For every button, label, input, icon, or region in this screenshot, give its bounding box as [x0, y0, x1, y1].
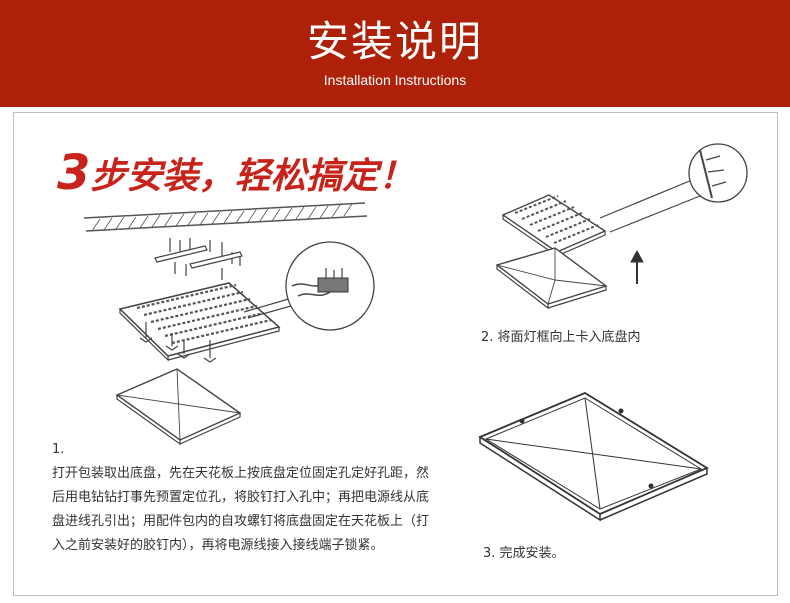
up-arrow-icon	[630, 249, 644, 284]
tray-strips	[136, 283, 272, 345]
step1-text: 打开包装取出底盘，先在天花板上按底盘定位固定孔定好孔距，然后用电钻钻打事先预置定…	[52, 466, 430, 553]
mounting-brackets	[154, 245, 243, 269]
content-frame	[13, 112, 778, 596]
header-subtitle: Installation Instructions	[323, 72, 467, 88]
face-frame-step1	[115, 368, 242, 446]
step2-face-frame	[495, 247, 608, 310]
header-title: 安装说明	[306, 17, 483, 66]
headline-number: 3	[57, 145, 91, 201]
headline: 3步安装，轻松搞定！	[57, 141, 414, 205]
wire-callout	[243, 241, 375, 331]
base-tray	[118, 282, 281, 362]
header-banner: 安装说明 Installation Instructions	[0, 0, 790, 107]
step1-number: 1.	[52, 442, 65, 457]
headline-text: 步安装，轻松搞定！	[90, 156, 415, 197]
step2-detail-callout	[599, 143, 748, 233]
step3-text: 3. 完成安装。	[483, 546, 565, 561]
step2-text: 2. 将面灯框向上卡入底盘内	[481, 330, 641, 345]
step2-tray-strips	[514, 195, 599, 244]
screw-anchors-below	[139, 322, 217, 363]
ceiling-hatch	[83, 202, 368, 232]
step3-panel	[478, 391, 709, 522]
